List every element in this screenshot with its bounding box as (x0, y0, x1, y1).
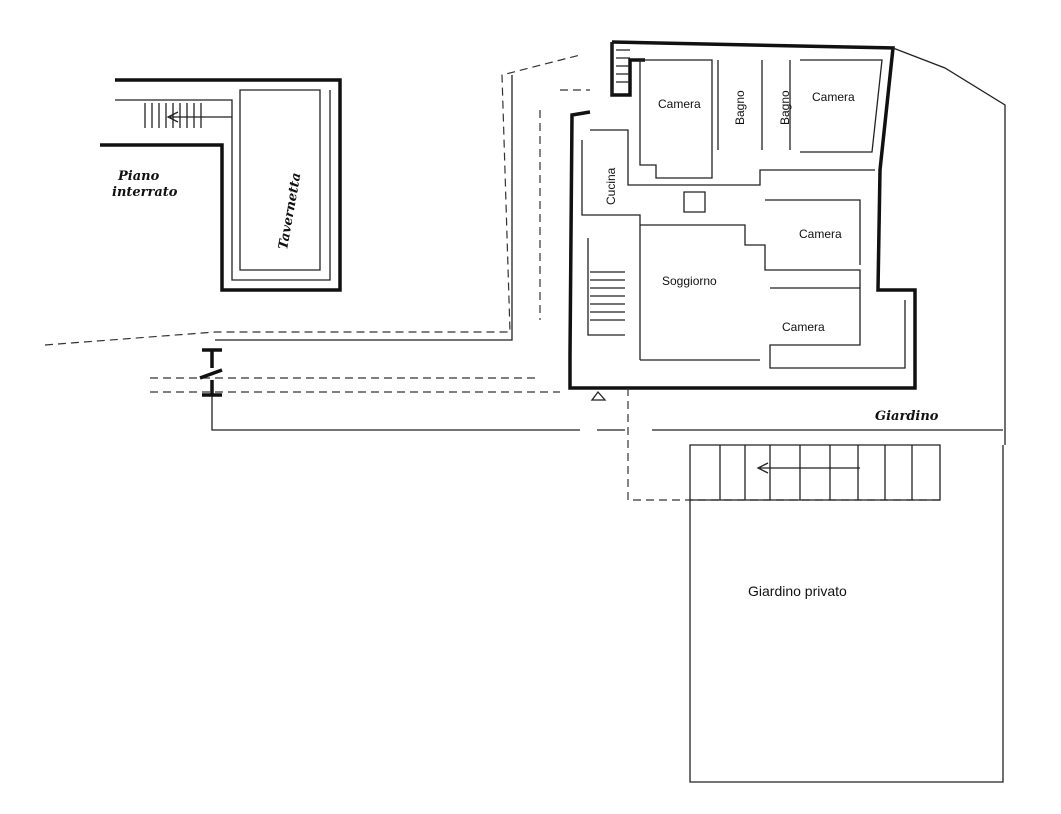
room-label-bagno-2: Bagno (778, 90, 792, 125)
annex-walls (100, 78, 342, 292)
room-label-camera-3: Camera (799, 227, 842, 241)
access-paths (44, 54, 1003, 431)
room-label-camera-1: Camera (658, 97, 701, 111)
entrance-arrow-icon (590, 390, 607, 401)
building-walls (568, 40, 1006, 445)
room-label-camera-2: Camera (812, 90, 855, 104)
garden-area (627, 388, 1004, 783)
private-garden-label: Giardino privato (748, 583, 847, 599)
annex-label-piano: Piano (117, 169, 160, 184)
annex-stairs (144, 103, 232, 128)
room-label-bagno-1: Bagno (733, 90, 747, 125)
main-stairs (590, 42, 706, 321)
garden-label: Giardino (875, 409, 939, 424)
room-label-cucina: Cucina (604, 167, 618, 205)
room-label-camera-4: Camera (782, 320, 825, 334)
annex-label-tavernetta: Tavernetta (276, 172, 304, 251)
room-label-soggiorno: Soggiorno (662, 274, 717, 288)
annex-label-interrato: interrato (112, 185, 178, 200)
